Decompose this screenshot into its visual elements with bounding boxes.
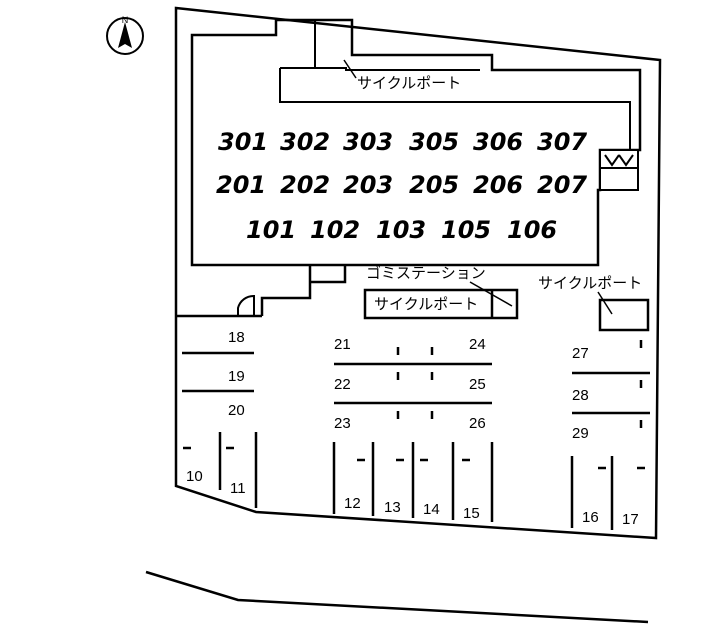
- unit-306: 306: [473, 128, 523, 156]
- door-icon: [237, 294, 255, 316]
- parking-27: 27: [572, 345, 589, 362]
- parking-29: 29: [572, 425, 589, 442]
- parking-16: 16: [582, 509, 599, 526]
- parking-24: 24: [469, 336, 486, 353]
- unit-206: 206: [473, 171, 523, 199]
- unit-302: 302: [280, 128, 330, 156]
- road-line: [145, 570, 649, 624]
- cycle-port-top-label: サイクルポート: [357, 75, 461, 92]
- parking-center-group: 21 22 23 24 25 26: [334, 336, 492, 432]
- north-arrow-icon: N: [106, 15, 144, 55]
- parking-22: 22: [334, 376, 351, 393]
- parking-21: 21: [334, 336, 351, 353]
- entrance-block: [176, 265, 347, 318]
- garbage-station-box: [363, 288, 519, 320]
- unit-106: 106: [507, 216, 557, 244]
- unit-307: 307: [537, 128, 587, 156]
- unit-202: 202: [280, 171, 330, 199]
- unit-305: 305: [409, 128, 459, 156]
- parking-23: 23: [334, 415, 351, 432]
- parking-bottom-center-group: 12 13 14 15: [332, 442, 494, 522]
- units-floor2: 201 202 203 205 206 207: [216, 171, 587, 199]
- parking-25: 25: [469, 376, 486, 393]
- building-outline: [190, 18, 642, 267]
- parking-20: 20: [228, 402, 245, 419]
- garbage-station-leader: [469, 281, 513, 307]
- unit-102: 102: [310, 216, 360, 244]
- site-boundary: [174, 6, 662, 540]
- unit-203: 203: [343, 171, 393, 199]
- unit-103: 103: [376, 216, 426, 244]
- parking-11: 11: [230, 480, 246, 497]
- parking-19: 19: [228, 368, 245, 385]
- cycle-port-right-label: サイクルポート: [538, 275, 642, 292]
- parking-right-group: 27 28 29: [572, 340, 650, 442]
- units-floor1: 101 102 103 105 106: [246, 216, 557, 244]
- units-floor3: 301 302 303 305 306 307: [218, 128, 587, 156]
- stair-icon: [599, 149, 639, 191]
- parking-15: 15: [463, 505, 480, 522]
- parking-18: 18: [228, 329, 245, 346]
- parking-26: 26: [469, 415, 486, 432]
- unit-301: 301: [218, 128, 268, 156]
- parking-12: 12: [344, 495, 361, 512]
- cycle-port-top-leader: [343, 59, 357, 79]
- unit-205: 205: [409, 171, 459, 199]
- parking-14: 14: [423, 501, 440, 518]
- garbage-station-label: ゴミステーション: [366, 264, 486, 282]
- cycle-port-right-box: [598, 298, 650, 332]
- unit-303: 303: [343, 128, 393, 156]
- parking-bottom-left-group: 10 11: [183, 432, 258, 508]
- parking-left-group: 18 19 20: [182, 329, 254, 419]
- parking-bottom-right-group: 16 17: [570, 456, 645, 530]
- compass-letter: N: [122, 15, 129, 25]
- parking-17: 17: [622, 511, 639, 528]
- building-corridor: [279, 20, 631, 160]
- cycle-port-center-label: サイクルポート: [374, 296, 478, 313]
- cycle-port-right-leader: [597, 291, 613, 315]
- unit-201: 201: [216, 171, 266, 199]
- parking-10: 10: [186, 468, 203, 485]
- unit-101: 101: [246, 216, 296, 244]
- unit-207: 207: [537, 171, 587, 199]
- unit-105: 105: [441, 216, 491, 244]
- parking-28: 28: [572, 387, 589, 404]
- parking-13: 13: [384, 499, 401, 516]
